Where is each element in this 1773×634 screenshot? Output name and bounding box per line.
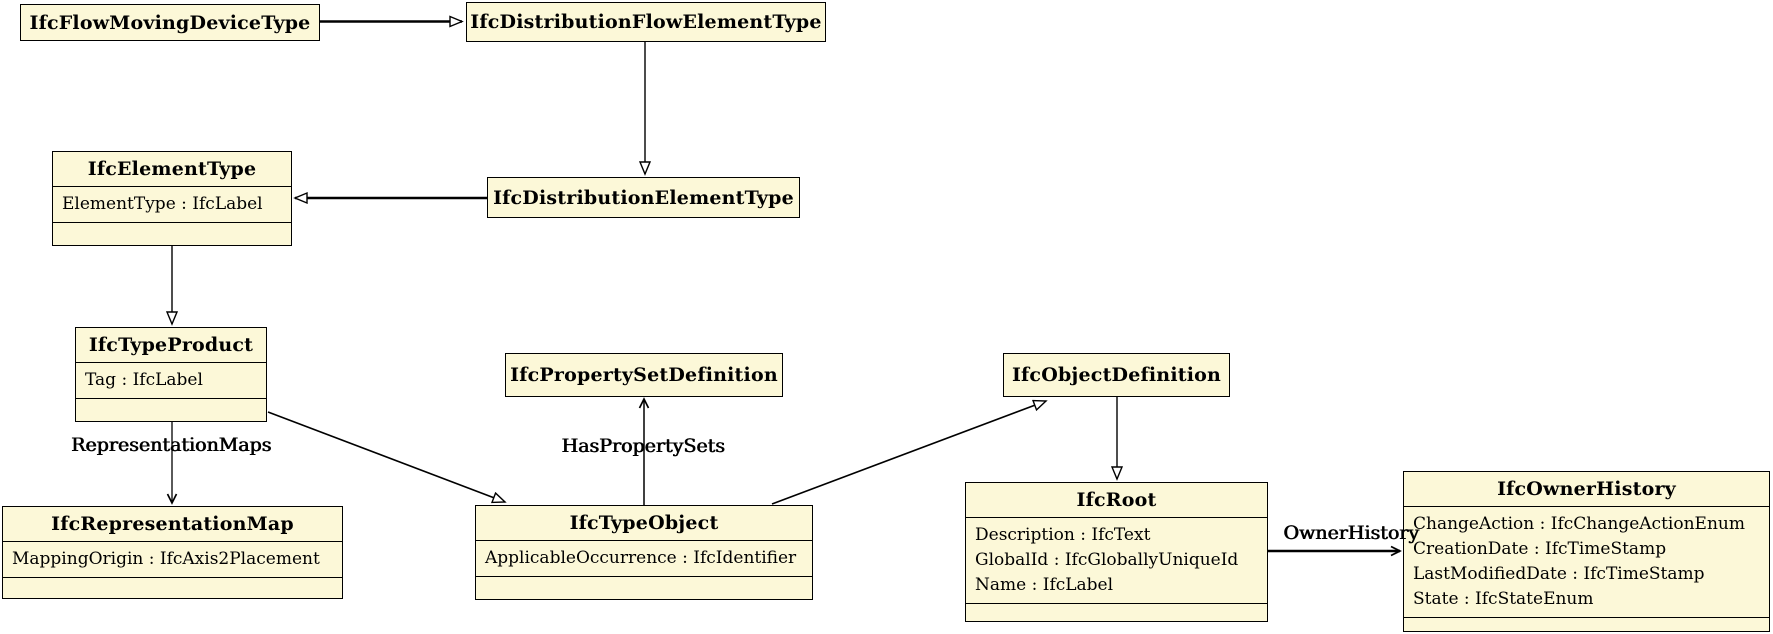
class-attributes: ApplicableOccurrence : IfcIdentifier (476, 540, 812, 576)
class-box-ifc-type-object[interactable]: IfcTypeObject ApplicableOccurrence : Ifc… (475, 505, 813, 600)
class-box-ifc-distribution-flow-element-type[interactable]: IfcDistributionFlowElementType (466, 2, 826, 42)
class-attribute: ElementType : IfcLabel (62, 194, 263, 214)
class-attribute: Name : IfcLabel (975, 575, 1114, 595)
class-box-ifc-root[interactable]: IfcRoot Description : IfcText GlobalId :… (965, 482, 1268, 622)
class-title: IfcTypeProduct (88, 334, 254, 356)
class-title: IfcPropertySetDefinition (510, 364, 778, 386)
class-title: IfcOwnerHistory (1497, 478, 1676, 500)
class-attributes: ChangeAction : IfcChangeActionEnum Creat… (1404, 506, 1769, 617)
class-operations-compartment (53, 222, 291, 245)
class-title: IfcTypeObject (569, 512, 719, 534)
class-title: IfcDistributionElementType (493, 186, 794, 209)
class-box-ifc-element-type[interactable]: IfcElementType ElementType : IfcLabel (52, 151, 292, 246)
edge-inheritance-typeproduct-to-typeobject (267, 411, 505, 502)
edge-label-has-property-sets: HasPropertySets (561, 435, 725, 457)
class-attribute: Tag : IfcLabel (85, 370, 203, 390)
class-title: IfcRoot (1076, 489, 1157, 511)
class-box-ifc-type-product[interactable]: IfcTypeProduct Tag : IfcLabel (75, 327, 267, 422)
class-operations-compartment (966, 603, 1267, 621)
class-attribute: CreationDate : IfcTimeStamp (1413, 539, 1667, 559)
edge-label-representation-maps: RepresentationMaps (70, 434, 272, 456)
class-attribute: GlobalId : IfcGloballyUniqueId (975, 550, 1239, 570)
class-operations-compartment (76, 398, 266, 421)
class-title: IfcRepresentationMap (51, 513, 294, 535)
class-operations-compartment (3, 577, 342, 598)
class-attribute: ApplicableOccurrence : IfcIdentifier (485, 548, 797, 568)
edge-label-owner-history: OwnerHistory (1283, 522, 1419, 544)
class-box-ifc-representation-map[interactable]: IfcRepresentationMap MappingOrigin : Ifc… (2, 506, 343, 599)
class-operations-compartment (476, 576, 812, 599)
class-attributes: Tag : IfcLabel (76, 362, 266, 398)
class-box-ifc-object-definition[interactable]: IfcObjectDefinition (1003, 353, 1230, 397)
class-title: IfcFlowMovingDeviceType (29, 11, 311, 34)
class-attribute: LastModifiedDate : IfcTimeStamp (1413, 564, 1705, 584)
edge-inheritance-typeobject-to-objectdefinition (771, 401, 1046, 505)
class-attribute: MappingOrigin : IfcAxis2Placement (12, 549, 320, 569)
class-title: IfcObjectDefinition (1011, 364, 1222, 386)
class-attributes: ElementType : IfcLabel (53, 186, 291, 222)
class-title: IfcElementType (87, 158, 257, 180)
class-attribute: Description : IfcText (975, 525, 1151, 545)
class-attribute: ChangeAction : IfcChangeActionEnum (1413, 514, 1745, 534)
class-title: IfcDistributionFlowElementType (470, 11, 822, 33)
class-operations-compartment (1404, 617, 1769, 631)
class-attribute: State : IfcStateEnum (1413, 589, 1594, 609)
class-box-ifc-owner-history[interactable]: IfcOwnerHistory ChangeAction : IfcChange… (1403, 471, 1770, 632)
class-box-ifc-property-set-definition[interactable]: IfcPropertySetDefinition (505, 353, 783, 397)
class-box-ifc-flow-moving-device-type[interactable]: IfcFlowMovingDeviceType (20, 4, 320, 41)
class-attributes: MappingOrigin : IfcAxis2Placement (3, 541, 342, 577)
class-attributes: Description : IfcText GlobalId : IfcGlob… (966, 517, 1267, 603)
class-box-ifc-distribution-element-type[interactable]: IfcDistributionElementType (487, 177, 800, 218)
